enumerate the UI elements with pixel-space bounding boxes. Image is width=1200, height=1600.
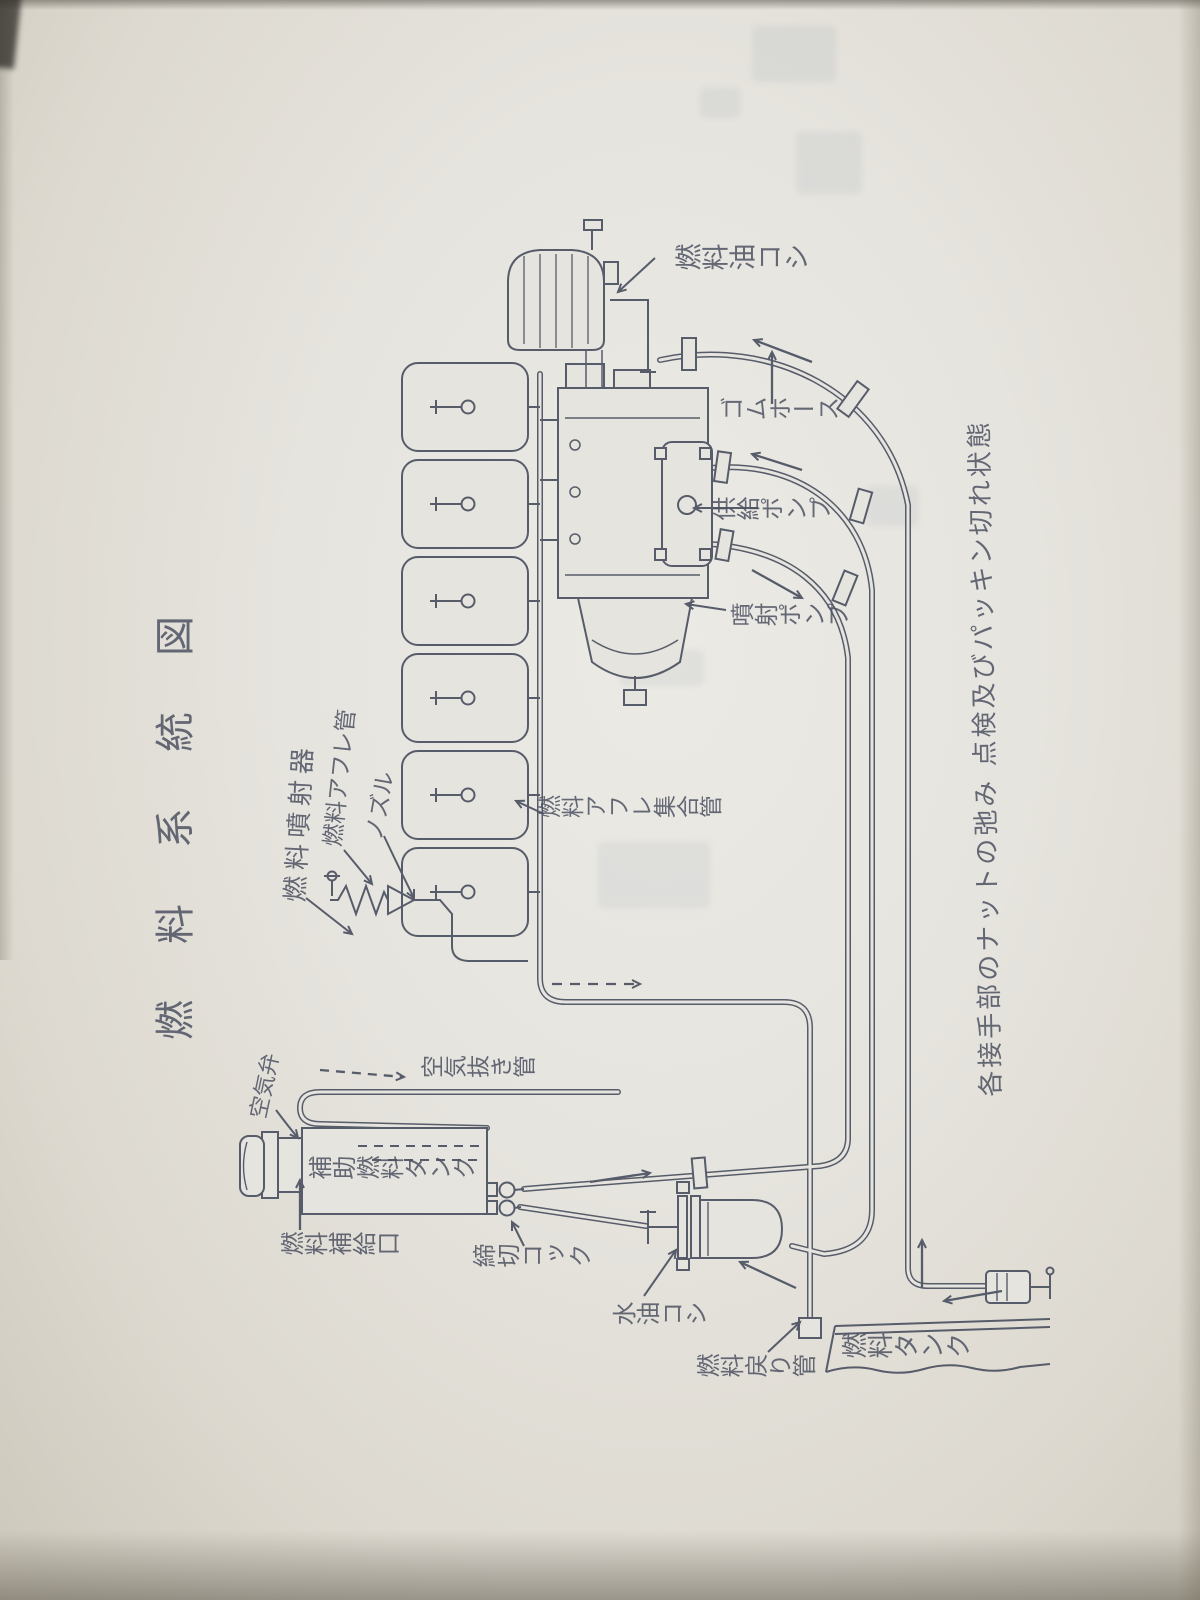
label-rubber-hose: ゴムホース [720, 397, 840, 425]
label-supply-pump: 供給ポンプ [712, 497, 832, 525]
label-fuel-tank: 燃料タンク [841, 1333, 971, 1363]
injector-nozzle-detail [324, 870, 528, 962]
label-air-vent-pipe: 空気抜き管 [420, 1056, 536, 1083]
injection-pump-detail [565, 350, 700, 576]
pipes [296, 351, 991, 1321]
supply-pump-body [654, 441, 713, 567]
main-fuel-tank [825, 1318, 1051, 1374]
pipe-joint-collars [681, 337, 874, 1339]
bleedthrough-mark [796, 132, 862, 194]
engine-cylinders [401, 362, 529, 937]
pump-filter-bowl [576, 597, 694, 706]
label-overflow-manifold: 燃料アフレ集合管 [538, 796, 722, 823]
label-injection-pump: 噴射ポンプ [730, 603, 850, 631]
label-water-oil-strainer: 水油コシ [612, 1302, 708, 1330]
label-fuel-filler-port: 燃料補給口 [280, 1232, 400, 1260]
photo-edge-shadow-bottom [0, 1530, 1200, 1600]
bleedthrough-mark [752, 26, 836, 82]
bleedthrough-mark [700, 88, 740, 118]
water-oil-strainer-body [640, 1181, 784, 1271]
label-shutoff-cock: 締切コック [472, 1244, 592, 1272]
injector-symbols [430, 399, 558, 900]
aux-fuel-tank-body [301, 1127, 488, 1215]
label-aux-fuel-tank: 補助燃料タンク [308, 1156, 476, 1184]
fuel-oil-strainer-body [507, 219, 656, 373]
bleedthrough-mark [598, 842, 710, 908]
page-title: 燃料系統図 [153, 560, 199, 1040]
label-fuel-oil-strainer: 燃料油コシ [674, 244, 810, 276]
label-fuel-injector: 燃料噴射器 [280, 741, 320, 903]
label-fuel-return-pipe: 燃料戻り管 [696, 1354, 816, 1382]
flow-arrows [295, 338, 1003, 1305]
label-leader-arrows [275, 257, 802, 1353]
fuel-filler-neck [239, 1131, 303, 1199]
shutoff-cocks [486, 1181, 525, 1217]
photo-edge-shadow-right [1178, 0, 1200, 1600]
photo-edge-shadow-top [0, 0, 1200, 10]
photo-edge-shadow-left [0, 0, 14, 960]
tank-priming-fitting [985, 1266, 1055, 1304]
